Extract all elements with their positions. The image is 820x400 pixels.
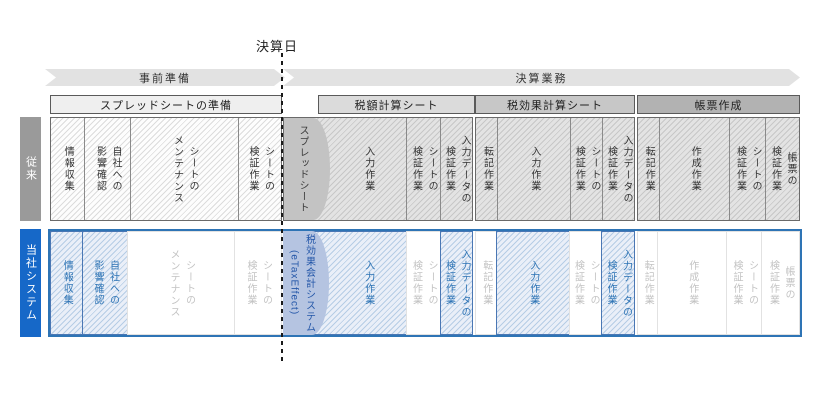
task-group-report-conventional: 転記作業 作成作業 シートの 検証作業 帳票の 検証作業 [637, 117, 800, 221]
spreadsheet-tool-label: スプレッドシート [284, 118, 330, 220]
task-cell: 入力データの 検証作業 [440, 118, 472, 220]
section-header-report-creation: 帳票作成 [637, 95, 800, 114]
row-label-conventional: 従来 [20, 117, 41, 221]
task-cell: シートの 検証作業 [569, 118, 603, 220]
task-cell: 入力作業 [284, 118, 406, 220]
task-cell: 帳票の 検証作業 [761, 231, 800, 335]
task-cell: 自社への 影響確認 [84, 118, 130, 220]
task-cell: 転記作業 [637, 231, 658, 335]
task-cell: 入力データの 検証作業 [601, 231, 635, 335]
task-group-prep-conventional: 情報収集 自社への 影響確認 シートの メンテナンス シートの 検証作業 [50, 117, 282, 221]
task-group-taxcalc-oursystem: 税効果会計システム (eTaxEffect) 入力作業 シートの 検証作業 入力… [283, 231, 473, 335]
task-group-report-oursystem: 転記作業 作成作業 シートの 検証作業 帳票の 検証作業 [637, 231, 800, 335]
etaxeffect-system-label: 税効果会計システム (eTaxEffect) [283, 231, 329, 335]
task-cell: 情報収集 [51, 118, 84, 220]
task-cell: 作成作業 [657, 231, 727, 335]
section-header-tax-calc-sheet: 税額計算シート [318, 95, 475, 114]
phase-label: 事前準備 [139, 72, 191, 85]
task-group-taxeffect-conventional: 転記作業 入力作業 シートの 検証作業 入力データの 検証作業 [475, 117, 635, 221]
task-cell: シートの 検証作業 [405, 118, 440, 220]
section-header-tax-effect-sheet: 税効果計算シート [475, 95, 635, 114]
task-cell: 転記作業 [476, 118, 498, 220]
row-label-text: 当社システム [24, 244, 37, 322]
phase-ribbon-pre-closing: 事前準備 [45, 69, 285, 86]
task-cell: シートの 検証作業 [238, 118, 281, 220]
phase-label: 決算業務 [515, 72, 568, 85]
task-cell: シートの メンテナンス [127, 231, 235, 335]
task-cell: シートの 検証作業 [406, 231, 441, 335]
phase-ribbon-closing: 決算業務 [283, 69, 800, 86]
our-system-row-outline: 情報収集 自社への 影響確認 シートの メンテナンス シートの 検証作業 税効果… [48, 229, 802, 337]
task-cell: 作成作業 [659, 118, 729, 220]
row-label-text: 従来 [24, 156, 37, 182]
task-cell: シートの 検証作業 [729, 118, 765, 220]
task-cell: 入力作業 [496, 231, 570, 335]
task-cell: 情報収集 [50, 231, 83, 335]
deadline-label: 決算日 [256, 39, 299, 54]
row-label-our-system: 当社システム [20, 229, 41, 337]
task-cell: 帳票の 検証作業 [765, 118, 799, 220]
task-cell: 入力データの 検証作業 [440, 231, 473, 335]
task-cell: 転記作業 [638, 118, 659, 220]
task-group-prep-oursystem: 情報収集 自社への 影響確認 シートの メンテナンス シートの 検証作業 [50, 231, 282, 335]
task-cell: 自社への 影響確認 [82, 231, 128, 335]
task-group-taxcalc-conventional: スプレッドシート 入力作業 シートの 検証作業 入力データの 検証作業 [283, 117, 473, 221]
deadline-dashed-line [281, 53, 283, 361]
task-cell: シートの メンテナンス [130, 118, 238, 220]
task-cell: シートの 検証作業 [726, 231, 762, 335]
task-group-taxeffect-oursystem: 転記作業 入力作業 シートの 検証作業 入力データの 検証作業 [475, 231, 635, 335]
task-cell: 転記作業 [475, 231, 497, 335]
task-cell: シートの 検証作業 [234, 231, 282, 335]
task-cell: 入力データの 検証作業 [602, 118, 635, 220]
task-cell: 入力作業 [497, 118, 570, 220]
task-cell: シートの 検証作業 [569, 231, 602, 335]
section-header-spreadsheet-prep: スプレッドシートの準備 [50, 95, 282, 114]
